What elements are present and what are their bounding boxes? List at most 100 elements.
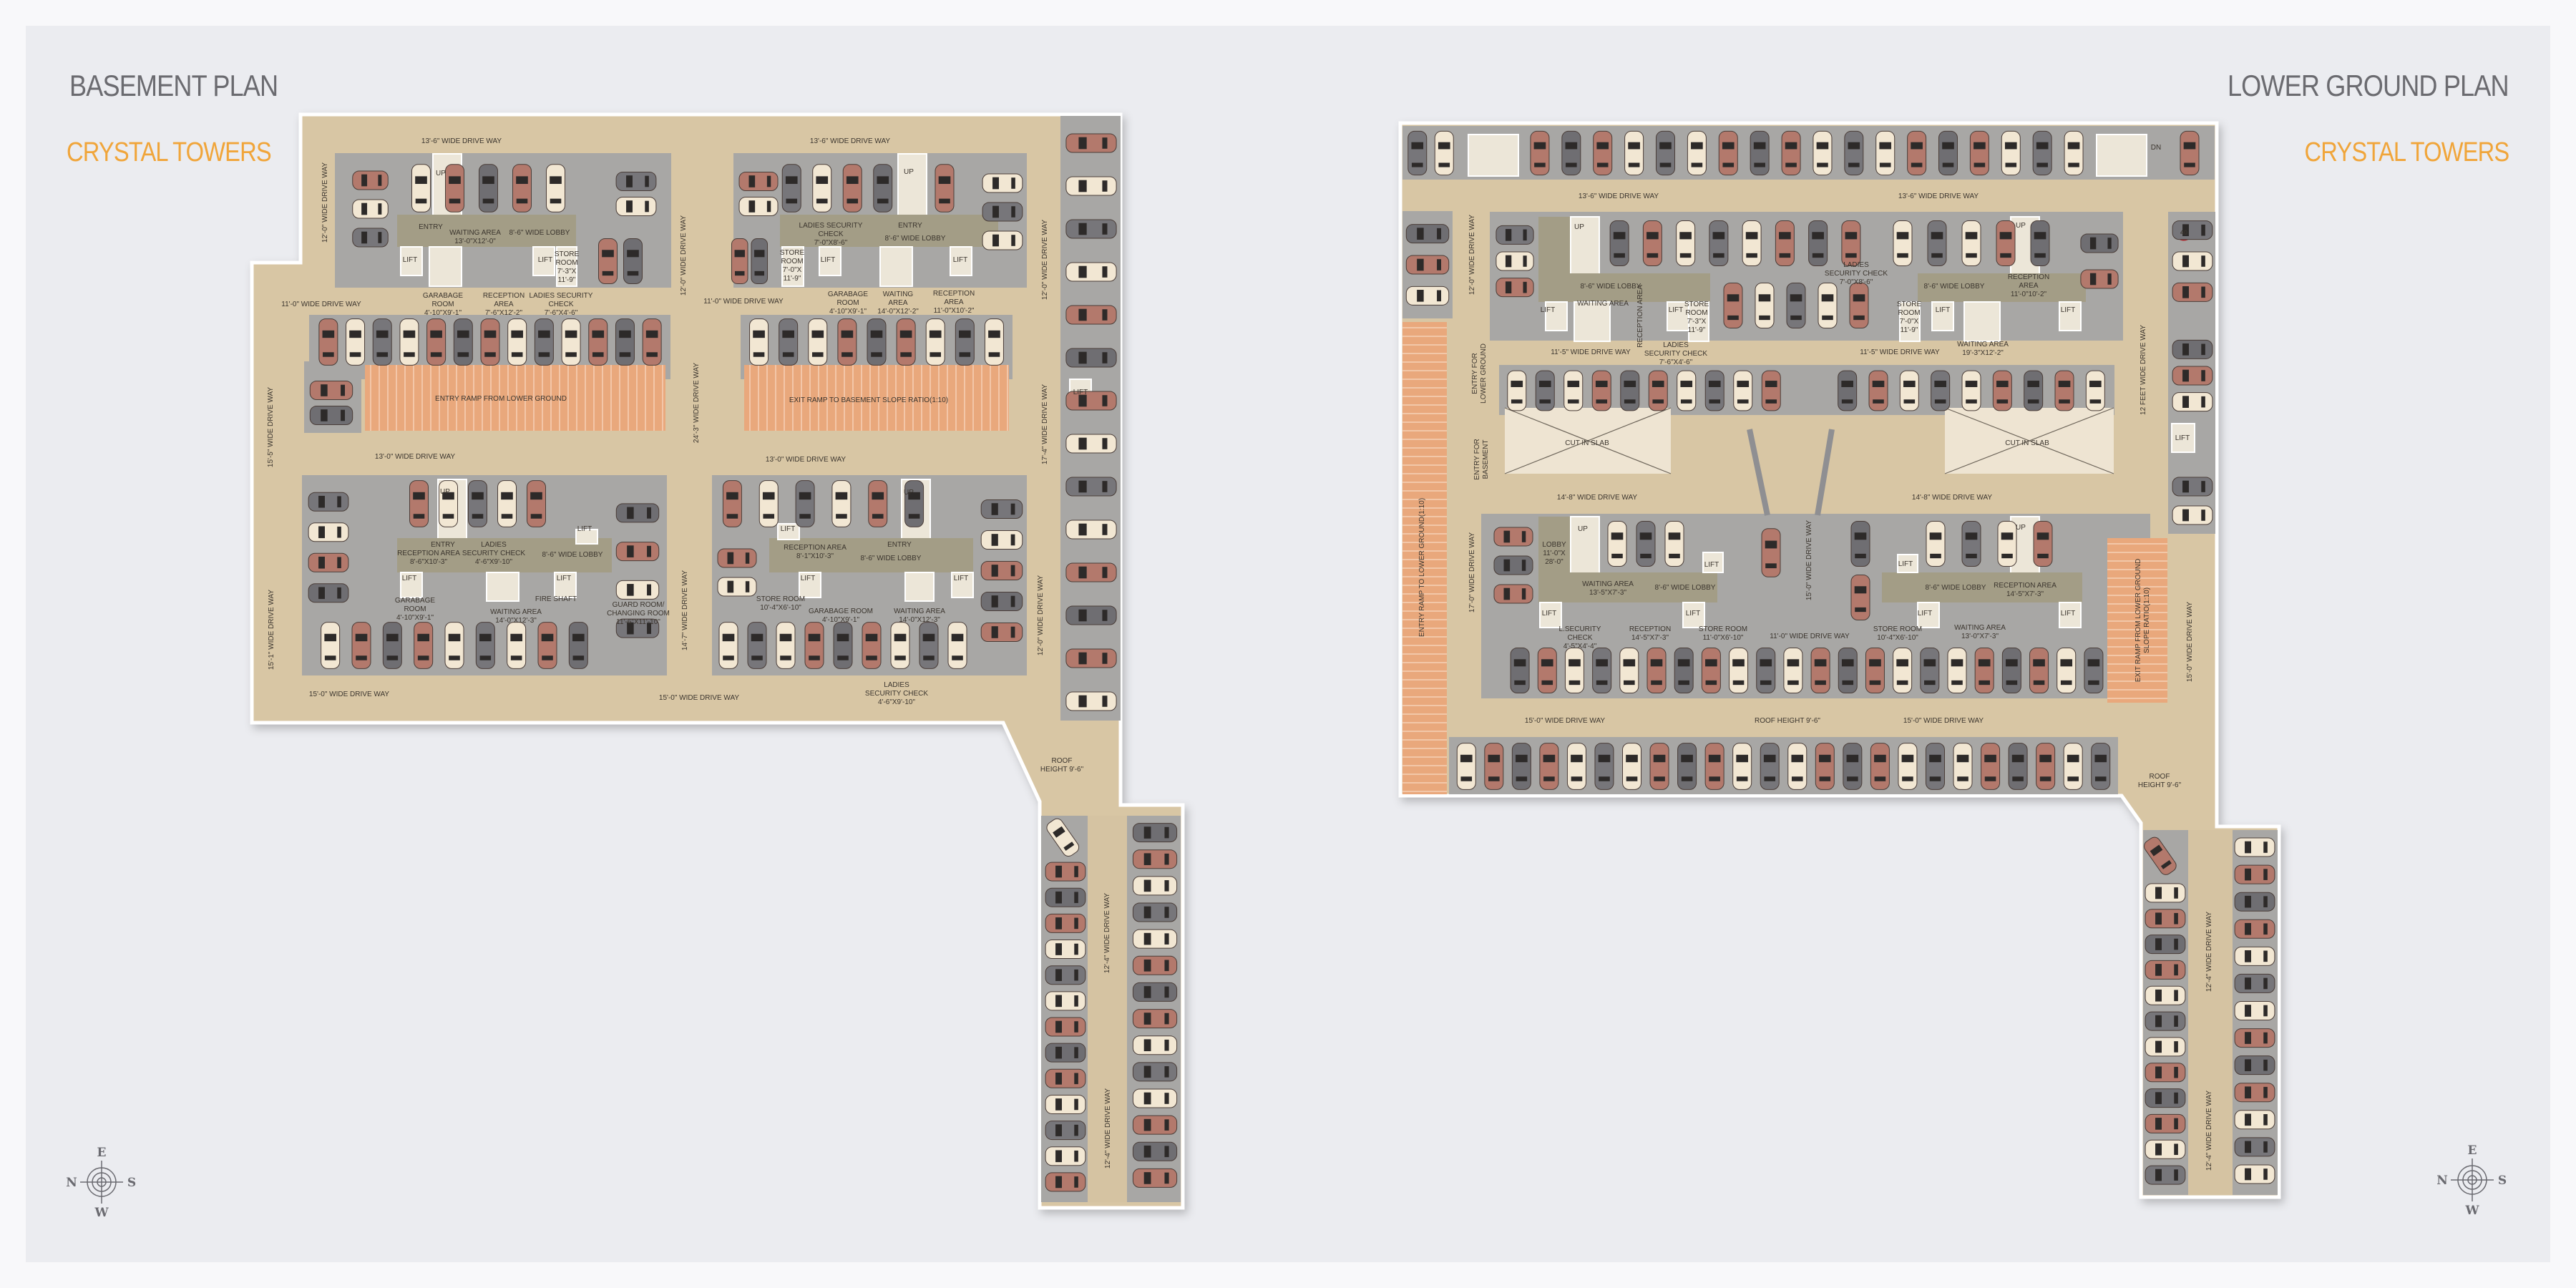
- parked-car: [2234, 837, 2275, 857]
- parked-car: [2234, 1164, 2275, 1184]
- plan-label-line: 11'-0" WIDE DRIVE WAY: [703, 298, 784, 306]
- plan-label-line: STORE ROOM: [756, 595, 805, 603]
- parked-car: [2145, 935, 2186, 955]
- parked-car: [568, 622, 588, 669]
- plan-label: 40: [2180, 229, 2187, 236]
- plan-label-line: ROOM: [1898, 309, 1920, 317]
- parked-car: [1407, 130, 1428, 176]
- parked-car: [868, 480, 888, 527]
- plan-label: LIFT: [953, 256, 968, 264]
- plan-label-line: LIFT: [1073, 389, 1088, 396]
- plan-label: ROOF HEIGHT 9'-6": [1755, 717, 1820, 725]
- plan-label: ENTRY: [431, 541, 455, 549]
- parked-car: [751, 238, 769, 284]
- compass-south-label: S: [127, 1176, 136, 1190]
- plan-label: 12'-4" WIDE DRIVE WAY: [1103, 893, 1111, 973]
- lift: [1682, 602, 1705, 628]
- parked-car: [1132, 1035, 1178, 1055]
- plan-label: EXIT RAMP TO BASEMENT SLOPE RATIO(1:10): [789, 396, 948, 404]
- plan-label-line: 11'-0"X6'-10": [1703, 634, 1744, 642]
- plan-label-line: UP: [1574, 223, 1584, 231]
- parked-car: [982, 202, 1023, 222]
- plan-label-line: 13'-0" WIDE DRIVE WAY: [375, 453, 455, 461]
- parked-car: [1496, 251, 1534, 271]
- parked-car: [1065, 434, 1117, 454]
- parked-car: [1808, 220, 1828, 266]
- parked-car: [1974, 648, 1994, 693]
- parked-car: [372, 318, 392, 366]
- plan-label-line: 14'-0"X12'-3": [899, 616, 940, 624]
- parked-car: [1648, 370, 1668, 411]
- plan-label-line: 15'-0" WIDE DRIVE WAY: [2186, 602, 2194, 682]
- parked-car: [1843, 743, 1863, 790]
- plan-label-line: SLOPE RATIO(1:10): [2143, 587, 2151, 653]
- parked-car: [2145, 1139, 2186, 1159]
- parked-car: [1045, 1094, 1086, 1114]
- plan-label-line: LIFT: [1704, 561, 1719, 569]
- parked-car: [1664, 521, 1684, 567]
- plan-label: UP: [1578, 525, 1588, 533]
- ramp: [365, 365, 665, 431]
- parked-car: [475, 622, 495, 669]
- plan-label-line: 12'-4" WIDE DRIVE WAY: [2205, 912, 2213, 992]
- plan-label-line: RECEPTION AREA: [397, 550, 460, 557]
- parked-car: [615, 318, 635, 366]
- plan-label-line: 14'-7" WIDE DRIVE WAY: [681, 570, 689, 650]
- plan-label-line: 7'-3"X: [557, 268, 577, 275]
- plan-label: ENTRY RAMP FROM LOWER GROUND: [435, 395, 567, 403]
- parked-car: [2234, 973, 2275, 993]
- lobby: [1538, 572, 1717, 602]
- lobby: [780, 215, 998, 247]
- ramp: [2107, 538, 2167, 703]
- plan-label-line: 40: [2180, 229, 2187, 236]
- plan-label: LIFT: [1898, 560, 1913, 568]
- plan-label-line: LIFT: [577, 525, 592, 533]
- parked-car: [1844, 130, 1864, 176]
- parked-car: [758, 480, 779, 527]
- plan-label: WAITING AREA: [1577, 300, 1629, 308]
- plan-label: 13'-0" WIDE DRIVE WAY: [375, 453, 455, 461]
- cut-in-slab: [1944, 407, 2114, 474]
- plan-label-line: EXIT RAMP FROM LOWER GROUND: [2135, 559, 2142, 682]
- store-room: [1899, 301, 1921, 342]
- plan-label-line: RECEPTION: [1629, 625, 1671, 633]
- parked-car: [1622, 743, 1642, 790]
- plan-label-line: UP: [904, 168, 914, 176]
- plan-label-line: EXIT RAMP TO BASEMENT SLOPE RATIO(1:10): [789, 396, 948, 404]
- parked-car: [980, 530, 1023, 550]
- plan-label: 15'-0" WIDE DRIVE WAY: [1525, 717, 1605, 725]
- plan-label-line: LADIES: [481, 541, 507, 549]
- parked-car: [2054, 370, 2074, 411]
- plan-label-line: 15'-5" WIDE DRIVE WAY: [267, 387, 275, 467]
- lift: [1897, 554, 1918, 573]
- plan-label: 8'-6" WIDE LOBBY: [542, 551, 603, 559]
- plan-label-line: 13'-0" WIDE DRIVE WAY: [766, 456, 846, 464]
- plan-label-line: ENTRY RAMP FROM LOWER GROUND: [435, 395, 567, 403]
- plan-label: 12 FEET WIDE DRIVE WAY: [2140, 325, 2147, 415]
- plan-label-line: 28'-0": [1545, 558, 1563, 566]
- plan-label-line: 14'-0"X12'-2": [877, 308, 919, 316]
- plan-label: LIFT: [2061, 306, 2076, 314]
- ramp: [1402, 322, 1447, 794]
- parked-car: [308, 492, 349, 512]
- plan-label-line: ROOM: [781, 258, 803, 265]
- plan-label: 12'-0" WIDE DRIVE WAY: [321, 162, 329, 243]
- plan-label-line: 13'-5"X7'-3": [1589, 589, 1627, 597]
- plan-label-line: CHECK: [818, 230, 843, 238]
- plan-label-line: WAITING AREA: [894, 608, 945, 615]
- parked-car: [2145, 985, 2186, 1005]
- plan-label-line: 4'-10"X9'-1": [396, 614, 434, 622]
- parked-car: [1938, 130, 1958, 176]
- plan-label-line: LADIES: [1843, 261, 1869, 269]
- parked-car: [623, 238, 643, 284]
- plan-label-line: LIFT: [1898, 560, 1913, 568]
- plan-label: LIFT: [1669, 306, 1684, 314]
